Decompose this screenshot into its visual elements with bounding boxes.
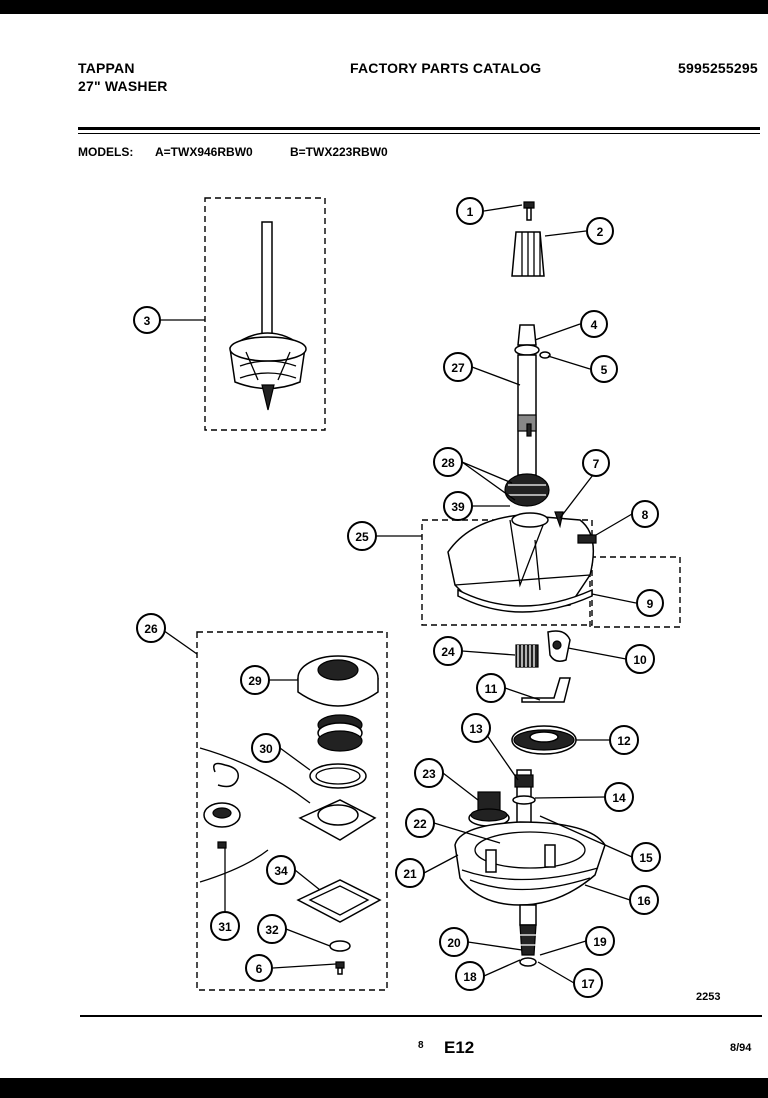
callout-8: 8 (631, 500, 659, 528)
svg-text:13: 13 (469, 722, 483, 736)
model-a: A=TWX946RBW0 (155, 145, 253, 159)
callout-19: 19 (585, 926, 615, 956)
svg-text:8: 8 (642, 508, 649, 522)
svg-text:31: 31 (218, 920, 232, 934)
callout-15: 15 (631, 842, 661, 872)
svg-text:30: 30 (259, 742, 273, 756)
callout-10: 10 (625, 644, 655, 674)
callout-11: 11 (476, 673, 506, 703)
agitator-assembly-drawing (229, 221, 307, 411)
svg-text:18: 18 (463, 970, 477, 984)
callout-30: 30 (251, 733, 281, 763)
agitator-assembly-box (204, 197, 326, 431)
callout-13: 13 (461, 713, 491, 743)
svg-text:10: 10 (633, 653, 647, 667)
callout-20: 20 (439, 927, 469, 957)
callout-14: 14 (604, 782, 634, 812)
svg-text:29: 29 (248, 674, 262, 688)
catalog-date: 8/94 (730, 1042, 752, 1054)
svg-text:14: 14 (612, 791, 626, 805)
catalog-number: 5995255295 (678, 60, 758, 76)
callout-3: 3 (133, 306, 161, 334)
svg-text:26: 26 (144, 622, 158, 636)
callout-5: 5 (590, 355, 618, 383)
callout-28: 28 (433, 447, 463, 477)
callout-6: 6 (245, 954, 273, 982)
callout-16: 16 (629, 885, 659, 915)
svg-text:17: 17 (581, 977, 595, 991)
main-transmission-drawing (447, 201, 606, 967)
callout-26: 26 (136, 613, 166, 643)
svg-text:24: 24 (441, 645, 455, 659)
callout-39: 39 (443, 491, 473, 521)
svg-text:20: 20 (447, 936, 461, 950)
callout-29: 29 (240, 665, 270, 695)
svg-text:12: 12 (617, 734, 631, 748)
callout-31: 31 (210, 911, 240, 941)
drawing-number: 2253 (696, 991, 720, 1003)
bearing-kit-box (196, 631, 388, 991)
callout-23: 23 (414, 758, 444, 788)
callout-12: 12 (609, 725, 639, 755)
callout-21: 21 (395, 858, 425, 888)
svg-text:28: 28 (441, 456, 455, 470)
callout-1: 1 (456, 197, 484, 225)
callout-17: 17 (573, 968, 603, 998)
svg-text:21: 21 (403, 867, 417, 881)
models-label: MODELS: (78, 145, 134, 159)
callout-4: 4 (580, 310, 608, 338)
svg-text:4: 4 (591, 318, 598, 332)
svg-text:7: 7 (593, 457, 600, 471)
svg-text:1: 1 (467, 205, 474, 219)
svg-text:16: 16 (637, 894, 651, 908)
catalog-title: FACTORY PARTS CATALOG (350, 60, 542, 76)
svg-text:5: 5 (601, 363, 608, 377)
callout-18: 18 (455, 961, 485, 991)
svg-text:3: 3 (144, 314, 151, 328)
svg-text:15: 15 (639, 851, 653, 865)
callout-7: 7 (582, 449, 610, 477)
callout-25: 25 (347, 521, 377, 551)
svg-text:6: 6 (256, 962, 263, 976)
callout-2: 2 (586, 217, 614, 245)
svg-text:39: 39 (451, 500, 465, 514)
brand: TAPPAN (78, 60, 135, 76)
svg-text:19: 19 (593, 935, 607, 949)
page-marker: 8 (418, 1040, 424, 1051)
bottom-edge (0, 1078, 768, 1098)
svg-text:2: 2 (597, 225, 604, 239)
callout-9: 9 (636, 589, 664, 617)
page-code: E12 (444, 1038, 475, 1057)
svg-text:22: 22 (413, 817, 427, 831)
callout-27: 27 (443, 352, 473, 382)
footer-rule (80, 1015, 762, 1017)
model-b: B=TWX223RBW0 (290, 145, 388, 159)
svg-text:9: 9 (647, 597, 654, 611)
top-edge (0, 0, 768, 14)
product-name: 27" WASHER (78, 78, 168, 94)
svg-text:23: 23 (422, 767, 436, 781)
svg-text:11: 11 (485, 682, 498, 696)
callout-34: 34 (266, 855, 296, 885)
callout-32: 32 (257, 914, 287, 944)
header-rule-thick (78, 127, 760, 130)
svg-text:34: 34 (274, 864, 288, 878)
bearing-kit-drawing (199, 655, 382, 975)
header-rule-thin (78, 133, 760, 134)
callout-22: 22 (405, 808, 435, 838)
svg-text:32: 32 (265, 923, 279, 937)
callout-24: 24 (433, 636, 463, 666)
svg-text:27: 27 (451, 361, 465, 375)
svg-text:25: 25 (355, 530, 369, 544)
